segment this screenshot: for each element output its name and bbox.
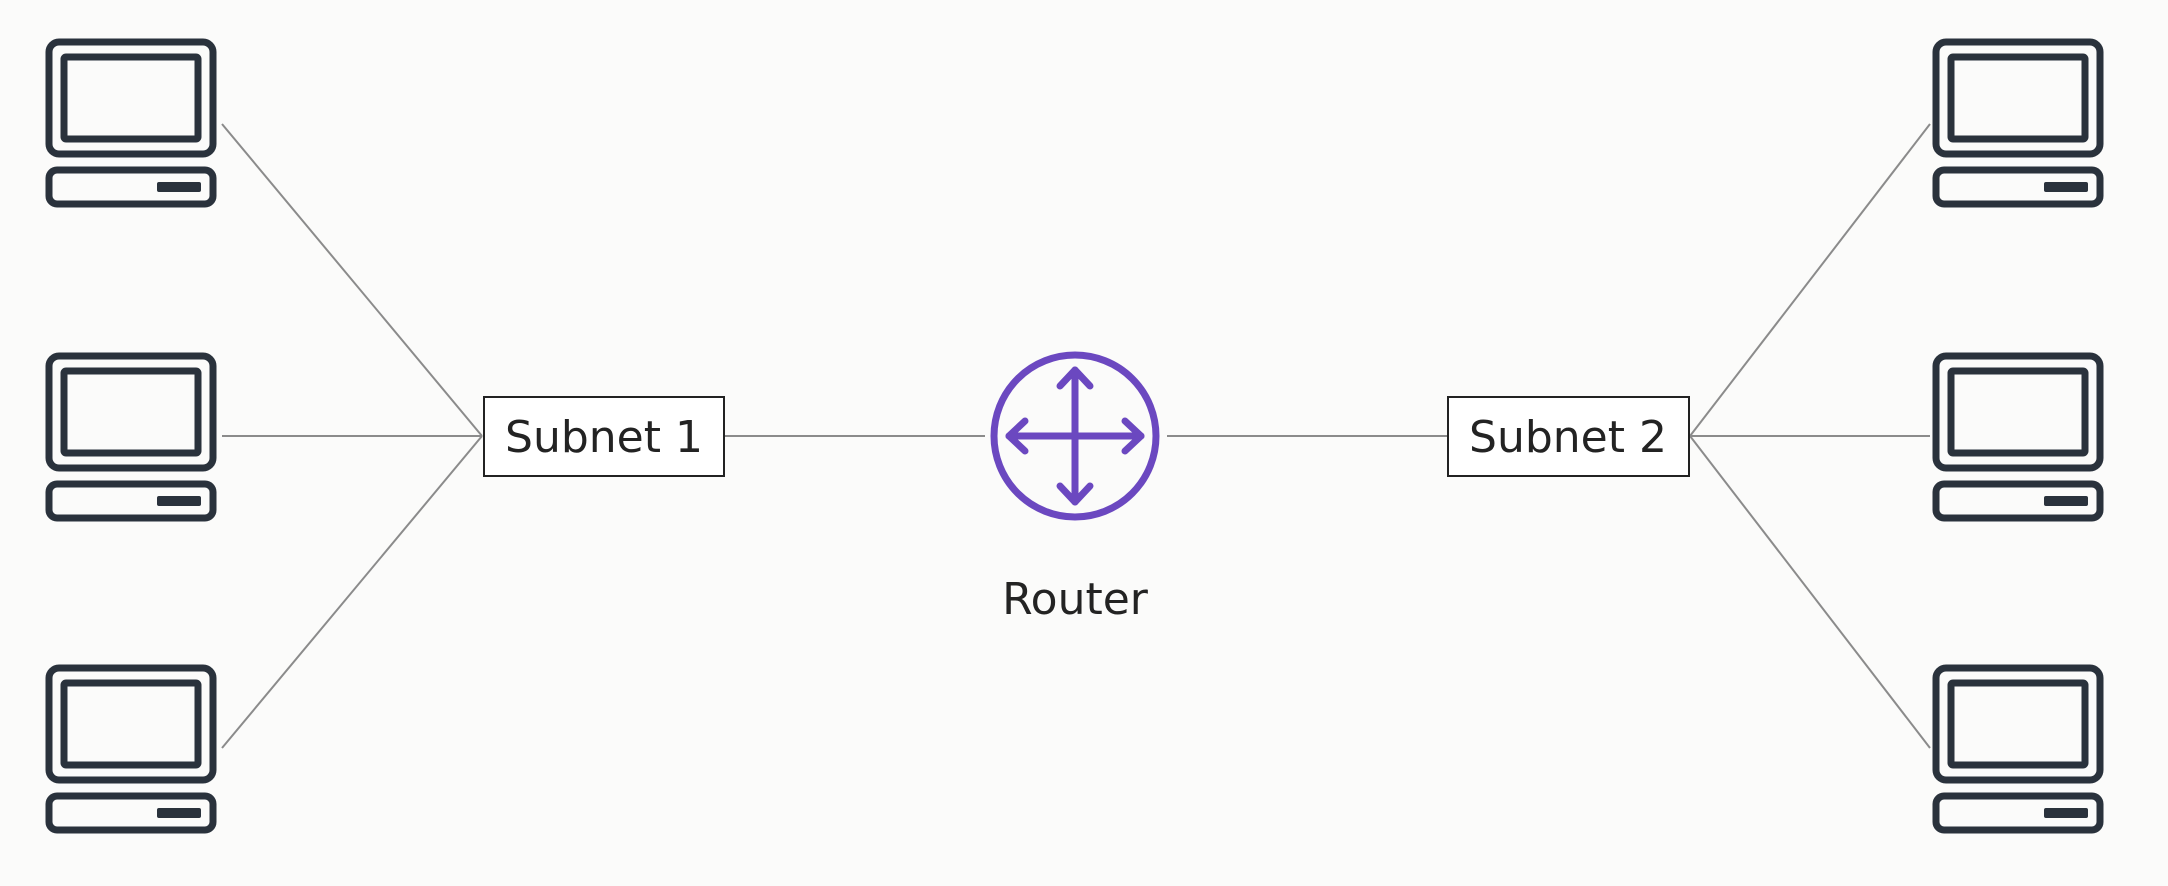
computer-icon: [1932, 352, 2104, 522]
link-subnet1-computer-1: [221, 123, 483, 437]
router-label: Router: [1002, 574, 1149, 625]
subnet-2-box: [1447, 396, 1690, 477]
link-subnet2-computer-1: [1689, 123, 1931, 437]
link-subnet1-computer-3: [221, 435, 483, 749]
link-subnet2-computer-3: [1689, 435, 1931, 749]
computer-icon: [1932, 38, 2104, 208]
computer-icon: [45, 38, 217, 208]
subnet-2-label: Subnet 2: [1469, 412, 1667, 463]
connection-lines: [221, 123, 1931, 749]
computer-icon: [45, 664, 217, 834]
subnet-2-node: Subnet 2: [1447, 396, 1690, 477]
router-arrows-icon: [990, 351, 1160, 521]
computer-icon: [1932, 664, 2104, 834]
computer-icon: [45, 352, 217, 522]
subnet-1-label: Subnet 1: [505, 412, 703, 463]
router-node: Router: [990, 351, 1160, 625]
subnet-1-box: [483, 396, 725, 477]
subnet-1-node: Subnet 1: [483, 396, 725, 477]
